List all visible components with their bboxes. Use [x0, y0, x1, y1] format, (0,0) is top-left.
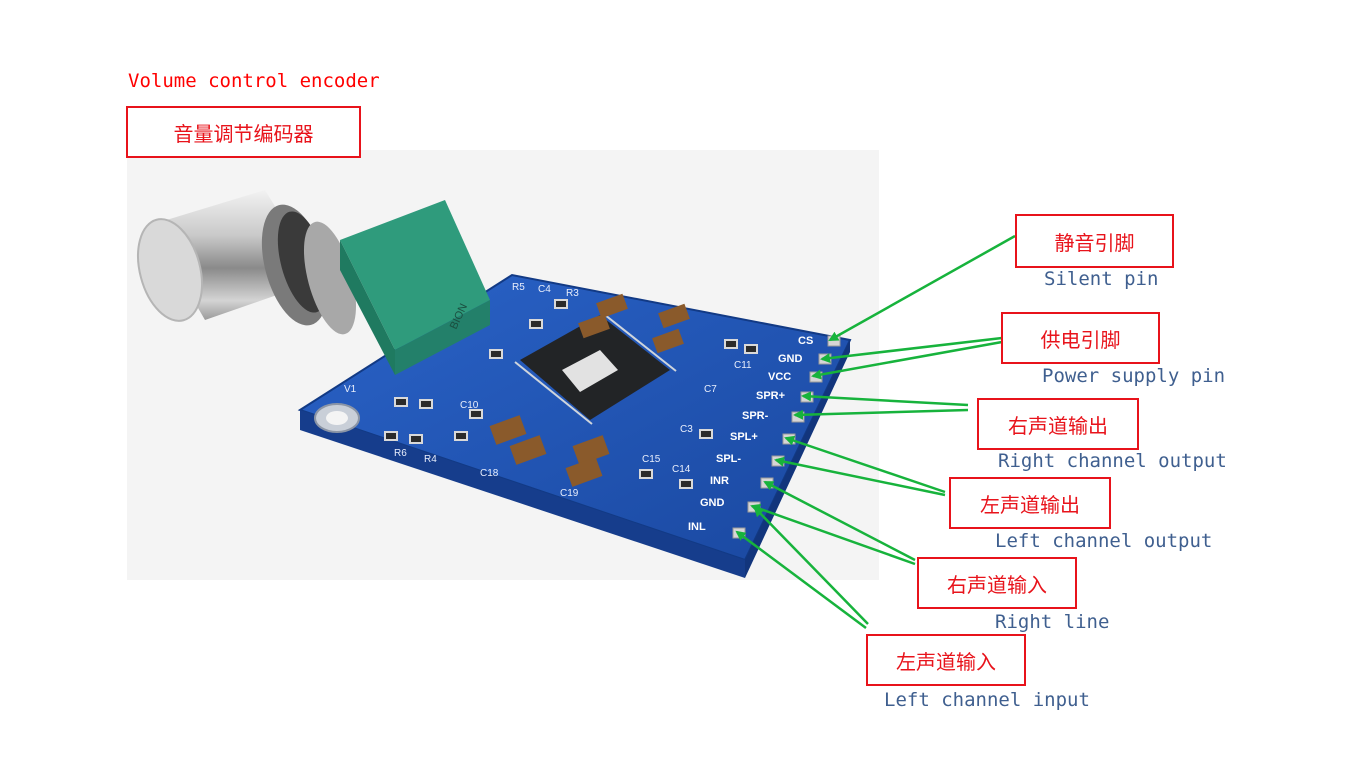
volume-encoder-label-en: Volume control encoder — [128, 70, 380, 92]
silk-r3: R3 — [566, 288, 579, 299]
pin-label-spl-plus: SPL+ — [730, 431, 758, 443]
mute-pin-label-en: Silent pin — [1044, 268, 1159, 290]
silk-c15: C15 — [642, 454, 661, 465]
small-smd-parts — [384, 299, 758, 489]
pin-label-vcc: VCC — [768, 371, 791, 383]
right-input-label-cn: 右声道输入 — [917, 557, 1077, 609]
silkscreen-labels: V1 R6 R4 C10 C18 C19 C15 C14 C11 C7 C3 C… — [344, 282, 752, 499]
silk-c3: C3 — [680, 424, 693, 435]
left-input-label-en: Left channel input — [884, 689, 1090, 711]
pin-label-spl-minus: SPL- — [716, 453, 741, 465]
power-pin-label-en: Power supply pin — [1042, 365, 1226, 387]
right-output-label-cn: 右声道输出 — [977, 398, 1139, 450]
right-input-label-en: Right line — [995, 611, 1110, 633]
power-pin-label-cn: 供电引脚 — [1001, 312, 1160, 364]
encoder-body: BION — [340, 200, 490, 375]
silk-r4: R4 — [424, 454, 437, 465]
left-input-label-cn: 左声道输入 — [866, 634, 1026, 686]
left-output-label-en: Left channel output — [995, 530, 1213, 552]
pin-label-spr-minus: SPR- — [742, 410, 769, 422]
silk-c19: C19 — [560, 488, 579, 499]
amplifier-ic — [514, 310, 677, 425]
pin-labels: CS GND VCC SPR+ SPR- SPL+ SPL- INR GND I… — [688, 335, 813, 533]
smd-components — [489, 293, 690, 487]
silk-r6: R6 — [394, 448, 407, 459]
volume-encoder-label-cn: 音量调节编码器 — [126, 106, 361, 158]
left-output-label-cn: 左声道输出 — [949, 477, 1111, 529]
volume-knob — [137, 190, 357, 335]
pin-label-inr: INR — [710, 475, 729, 487]
silk-c14: C14 — [672, 464, 691, 475]
pin-label-cs: CS — [798, 335, 813, 347]
silk-c10: C10 — [460, 400, 479, 411]
annotation-arrows — [735, 234, 1016, 630]
right-output-label-en: Right channel output — [998, 450, 1227, 472]
silk-c11: C11 — [734, 360, 752, 371]
pin-label-inl: INL — [688, 521, 706, 533]
silk-c4: C4 — [538, 284, 551, 295]
silk-c7: C7 — [704, 384, 717, 395]
silk-v1: V1 — [344, 384, 357, 395]
pin-label-gnd-bottom: GND — [700, 497, 725, 509]
pin-label-spr-plus: SPR+ — [756, 390, 785, 402]
mute-pin-label-cn: 静音引脚 — [1015, 214, 1174, 268]
pin-label-gnd-top: GND — [778, 353, 803, 365]
silk-c18: C18 — [480, 468, 499, 479]
silk-r5: R5 — [512, 282, 525, 293]
